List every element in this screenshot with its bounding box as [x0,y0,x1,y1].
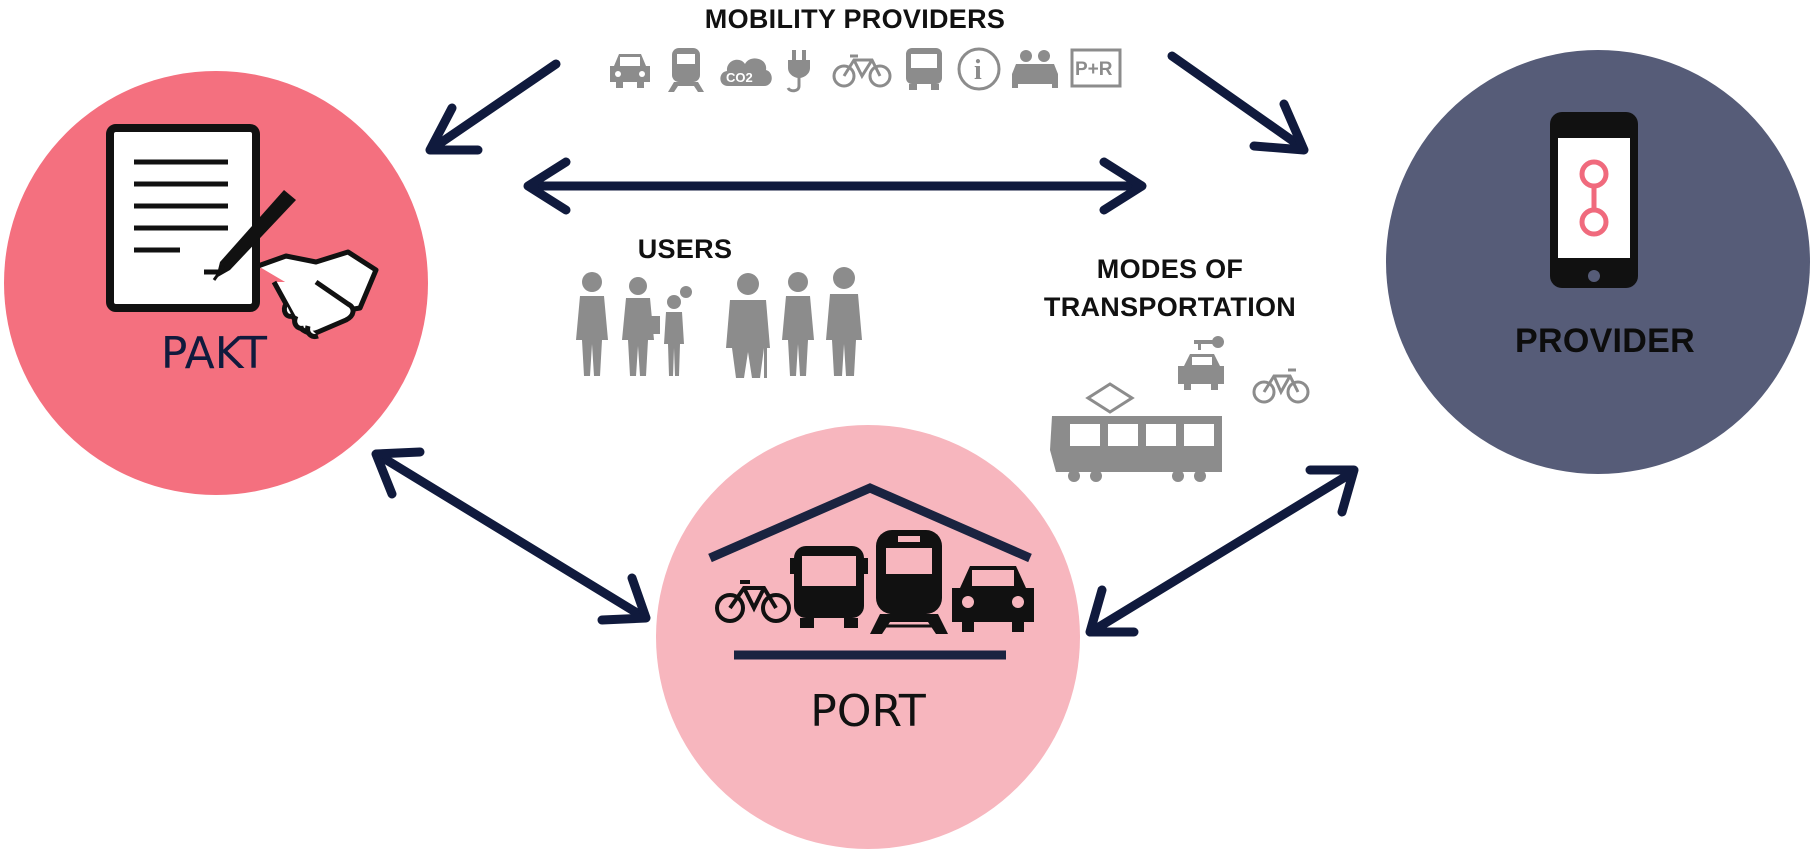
tram-icon [1050,382,1222,482]
port-label: PORT [810,686,926,737]
arrow-port-provider [1085,465,1359,637]
people-silhouettes-icon [576,267,862,378]
park-and-ride-text: P+R [1075,59,1113,80]
bicycle-icon [715,580,791,623]
modes-of-transportation-label-line2: TRANSPORTATION [1043,292,1297,322]
smartphone-app-icon [1550,112,1638,288]
train-icon [668,48,704,92]
park-and-ride-icon: P+R [1070,48,1122,88]
mobility-providers-label: MOBILITY PROVIDERS [704,4,1006,34]
mobility-icons-row: CO2 i P+R [610,47,1122,93]
arrow-mobility-to-pakt [425,59,561,155]
co2-icon: CO2 [720,58,772,86]
info-text: i [974,55,982,86]
plug-icon [786,50,810,93]
modes-of-transportation-label-line1: MODES OF [1096,254,1244,284]
car-icon [952,566,1034,632]
arrow-users-bidirectional [523,157,1147,215]
info-icon: i [957,47,1001,91]
carpool-icon [1012,50,1058,88]
bicycle-icon [1252,368,1310,404]
co2-text: CO2 [726,70,753,85]
users-label: USERS [637,234,733,264]
bicycle-icon [832,54,892,88]
handshake-icon [257,249,379,339]
arrow-mobility-to-provider [1167,51,1309,155]
arrow-pakt-port [371,447,651,625]
provider-label: PROVIDER [1515,322,1695,360]
car-icon [610,54,650,88]
pakt-label: PAKT [161,328,267,379]
pen-icon [212,190,296,281]
bus-icon [790,546,868,628]
bus-icon [906,48,942,90]
garage-roof-icon [708,483,1032,563]
car-sharing-key-icon [1178,336,1224,390]
train-icon [870,530,948,634]
contract-document-icon [106,124,260,312]
